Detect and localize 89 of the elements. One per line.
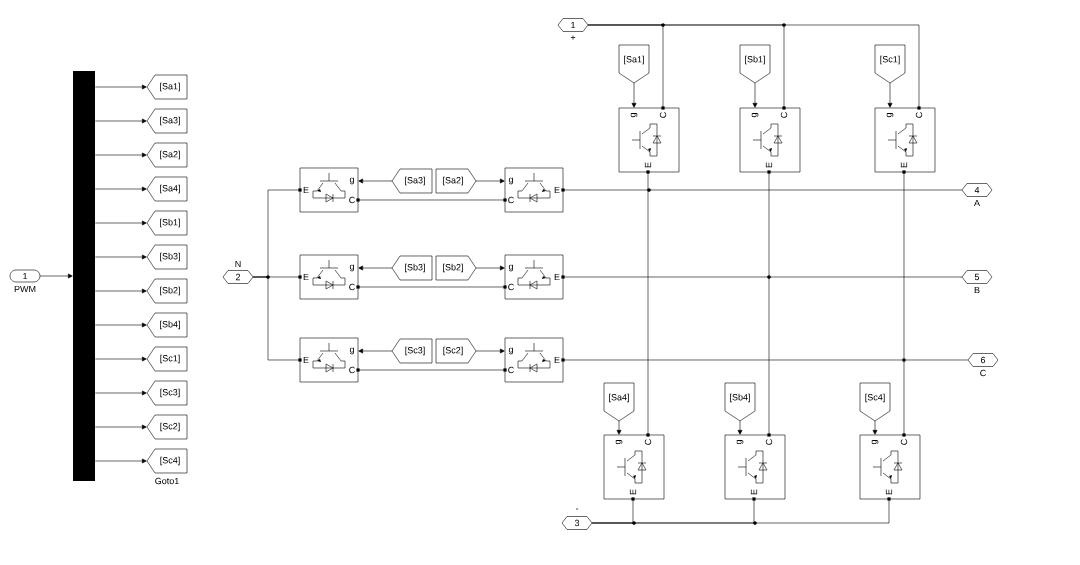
connector-line xyxy=(562,189,963,191)
igbt-block: g C E xyxy=(874,106,936,174)
connector-line xyxy=(562,359,969,361)
connector-line xyxy=(95,84,147,90)
igbt-block: g C E xyxy=(739,106,801,174)
from-tag-block: [Sb4] xyxy=(724,382,756,422)
demux-bar xyxy=(73,71,95,481)
connector-line xyxy=(647,171,649,436)
connector-line xyxy=(357,286,506,288)
connector-line xyxy=(562,276,963,278)
block-label: C xyxy=(980,369,986,377)
connector-line xyxy=(475,265,505,271)
connector-line xyxy=(737,420,743,435)
igbt-block: g C E xyxy=(503,337,565,383)
block-label: A xyxy=(974,199,980,207)
igbt-block: E g C xyxy=(298,254,360,300)
connector-line xyxy=(872,420,878,435)
block-label: N xyxy=(235,260,241,268)
connector-line xyxy=(631,82,637,108)
goto-tag-block: [Sb4] xyxy=(146,312,188,338)
connector-line xyxy=(357,369,506,371)
connector-line xyxy=(887,82,893,108)
connector-line xyxy=(591,498,890,524)
connector-line xyxy=(95,186,147,192)
connector-line xyxy=(587,24,920,109)
port-block: 2 xyxy=(222,270,254,284)
port-block: 6 xyxy=(967,353,999,367)
connector-line xyxy=(252,276,301,361)
igbt-block: g C E xyxy=(724,433,786,501)
goto-tag-block: [Sa3] xyxy=(391,168,433,194)
goto-tag-block: [Sa3] xyxy=(146,108,188,134)
connector-line xyxy=(95,118,147,124)
goto-tag-block: [Sb3] xyxy=(391,255,433,281)
connector-line xyxy=(475,348,505,354)
from-tag-block: [Sc4] xyxy=(859,382,891,422)
igbt-block: g C E xyxy=(503,254,565,300)
inport-block: 1 xyxy=(9,269,41,283)
goto-tag-block: [Sc2] xyxy=(146,414,188,440)
connector-line xyxy=(616,420,622,435)
connector-line xyxy=(95,424,147,430)
from-tag-block: [Sa1] xyxy=(618,44,650,84)
port-block: 4 xyxy=(961,183,993,197)
port-block: 3 xyxy=(561,516,593,530)
connector-line xyxy=(95,356,147,362)
goto-tag-block: [Sa1] xyxy=(146,74,188,100)
connector-line xyxy=(39,273,73,279)
connector-line xyxy=(358,265,393,271)
from-tag-block: [Sb2] xyxy=(435,255,477,281)
goto-tag-block: [Sb2] xyxy=(146,278,188,304)
connector-line xyxy=(752,82,758,108)
goto-tag-block: [Sc1] xyxy=(146,346,188,372)
block-label: Goto1 xyxy=(155,477,179,485)
igbt-block: E g C xyxy=(298,337,360,383)
igbt-block: E g C xyxy=(298,167,360,213)
goto-tag-block: [Sc3] xyxy=(391,338,433,364)
from-tag-block: [Sc1] xyxy=(874,44,906,84)
igbt-block: g C E xyxy=(503,167,565,213)
connector-line xyxy=(95,254,147,260)
connector-line xyxy=(95,288,147,294)
connector-line xyxy=(357,199,506,201)
port-block: 1 xyxy=(557,18,589,32)
goto-tag-block: [Sa2] xyxy=(146,142,188,168)
connector-line xyxy=(358,348,393,354)
igbt-block: g C E xyxy=(603,433,665,501)
block-label: + xyxy=(570,35,576,40)
connector-line xyxy=(95,390,147,396)
connector-line xyxy=(95,458,147,464)
goto-tag-block: [Sc3] xyxy=(146,380,188,406)
goto-tag-block: [Sb1] xyxy=(146,210,188,236)
from-tag-block: [Sc2] xyxy=(435,338,477,364)
goto-tag-block: [Sb3] xyxy=(146,244,188,270)
connector-line xyxy=(95,152,147,158)
connector-line xyxy=(358,178,393,184)
block-label: - xyxy=(575,508,579,510)
goto-tag-block: [Sa4] xyxy=(146,176,188,202)
goto-tag-block: [Sc4] xyxy=(146,448,188,474)
connector-line xyxy=(95,322,147,328)
block-label: PWM xyxy=(14,285,36,293)
igbt-block: g C E xyxy=(859,433,921,501)
from-tag-block: [Sa2] xyxy=(435,168,477,194)
connector-line xyxy=(768,171,770,436)
from-tag-block: [Sb1] xyxy=(739,44,771,84)
igbt-block: g C E xyxy=(618,106,680,174)
connector-line xyxy=(475,178,505,184)
port-block: 5 xyxy=(961,270,993,284)
from-tag-block: [Sa4] xyxy=(603,382,635,422)
connector-line xyxy=(903,171,905,436)
connector-line xyxy=(95,220,147,226)
block-label: B xyxy=(974,286,980,294)
